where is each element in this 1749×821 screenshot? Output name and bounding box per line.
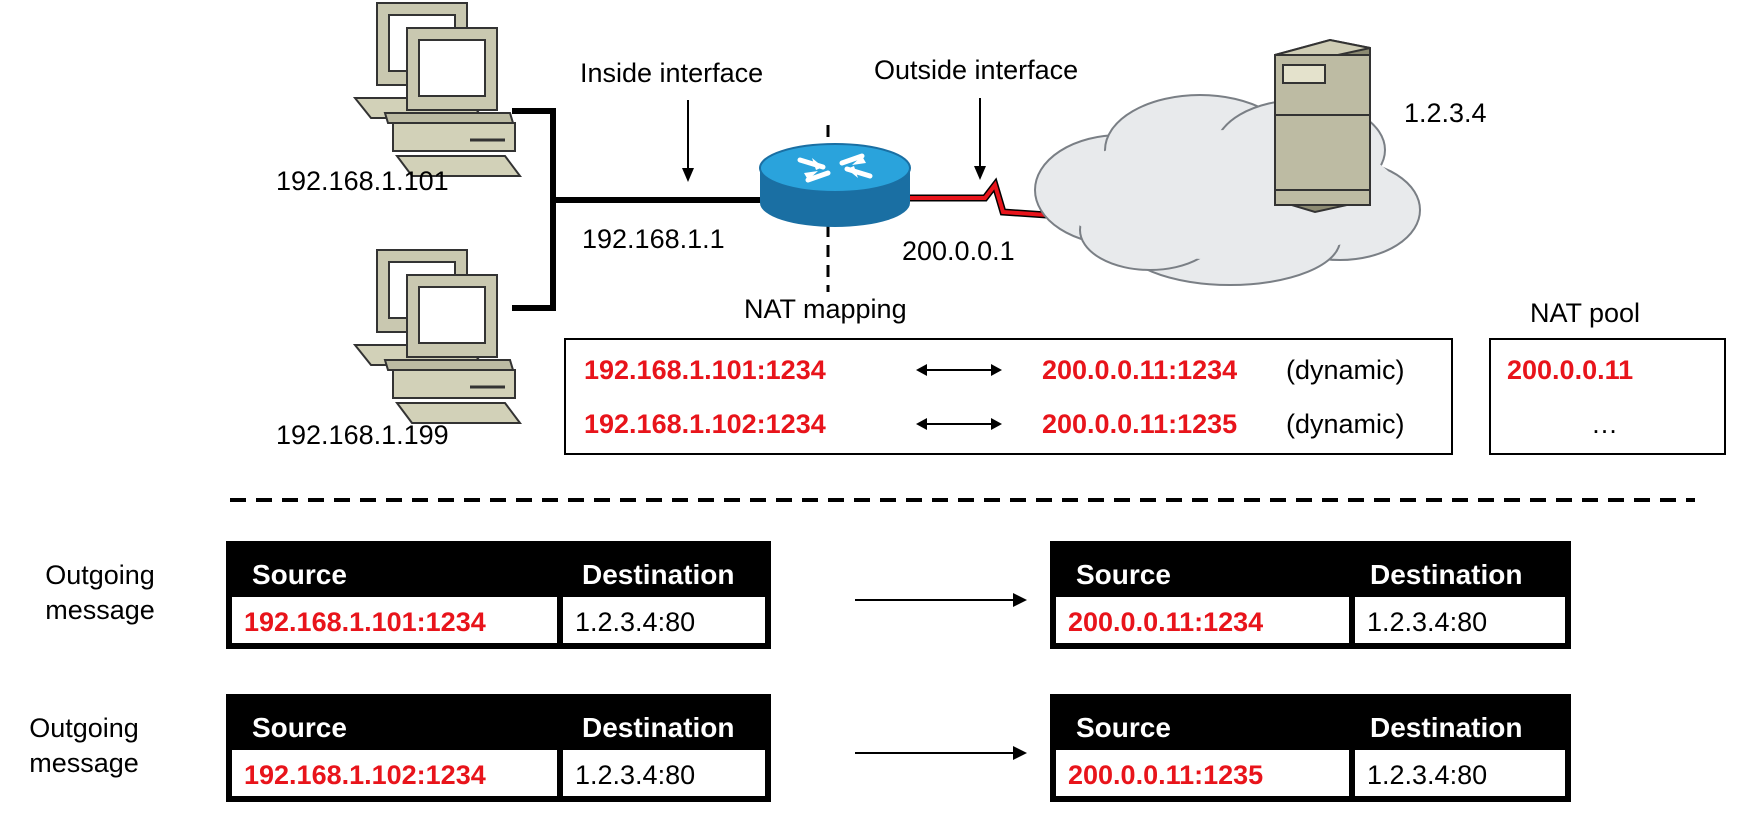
- nat-row-2-type: (dynamic): [1286, 409, 1405, 439]
- nat-pool-box: 200.0.0.11 …: [1489, 338, 1726, 455]
- outside-interface-arrow: [974, 98, 986, 180]
- lan-cables: [512, 108, 760, 311]
- nat-row-1-type: (dynamic): [1286, 355, 1405, 385]
- router-outside-ip-label: 200.0.0.1: [902, 236, 1015, 266]
- message-2-before-packet: Source Destination 192.168.1.102:1234 1.…: [226, 694, 771, 802]
- packet-destination-header: Destination: [582, 712, 735, 743]
- packet-destination-header: Destination: [1370, 559, 1523, 590]
- inside-interface-label: Inside interface: [580, 58, 764, 88]
- nat-row-1-inside: 192.168.1.101:1234: [584, 355, 826, 385]
- packet-source-header: Source: [1076, 559, 1171, 590]
- nat-row-1-outside: 200.0.0.11:1234: [1042, 355, 1238, 385]
- nat-row-2-outside: 200.0.0.11:1235: [1042, 409, 1238, 439]
- server-ip-label: 1.2.3.4: [1404, 98, 1487, 128]
- packet-destination-value: 1.2.3.4:80: [1367, 607, 1488, 637]
- nat-mapping-title: NAT mapping: [744, 294, 907, 324]
- packet-source-value: 200.0.0.11:1234: [1068, 607, 1264, 637]
- nat-row-2-inside: 192.168.1.102:1234: [584, 409, 826, 439]
- nat-row-2-bidirectional-arrow: [916, 418, 1002, 430]
- server-icon: [1274, 38, 1371, 214]
- router-inside-ip-label: 192.168.1.1: [582, 224, 725, 254]
- packet-source-value: 192.168.1.102:1234: [244, 760, 486, 790]
- host-computer-2-icon: [352, 249, 522, 424]
- outside-interface-label: Outside interface: [874, 55, 1079, 85]
- nat-row-1-bidirectional-arrow: [916, 364, 1002, 376]
- router-icon: [759, 143, 911, 227]
- message-1-after-packet: Source Destination 200.0.0.11:1234 1.2.3…: [1050, 541, 1571, 649]
- packet-destination-value: 1.2.3.4:80: [575, 760, 696, 790]
- message-2-translation-arrow: [855, 746, 1027, 760]
- packet-source-header: Source: [252, 559, 347, 590]
- host-computer-1-icon: [352, 2, 522, 177]
- packet-source-value: 192.168.1.101:1234: [244, 607, 486, 637]
- message-2-after-packet: Source Destination 200.0.0.11:1235 1.2.3…: [1050, 694, 1571, 802]
- nat-pool-title: NAT pool: [1530, 298, 1641, 328]
- message-1-before-packet: Source Destination 192.168.1.101:1234 1.…: [226, 541, 771, 649]
- packet-source-header: Source: [252, 712, 347, 743]
- nat-pool-ellipsis: …: [1591, 409, 1618, 439]
- packet-destination-header: Destination: [582, 559, 735, 590]
- packet-destination-value: 1.2.3.4:80: [575, 607, 696, 637]
- packet-source-value: 200.0.0.11:1235: [1068, 760, 1264, 790]
- inside-interface-arrow: [682, 100, 694, 182]
- packet-destination-value: 1.2.3.4:80: [1367, 760, 1488, 790]
- host-1-ip-label: 192.168.1.101: [276, 166, 449, 196]
- nat-mapping-table: 192.168.1.101:1234 200.0.0.11:1234 (dyna…: [564, 338, 1453, 455]
- message-1-translation-arrow: [855, 593, 1027, 607]
- nat-pool-entry: 200.0.0.11: [1507, 355, 1634, 385]
- packet-source-header: Source: [1076, 712, 1171, 743]
- packet-destination-header: Destination: [1370, 712, 1523, 743]
- host-2-ip-label: 192.168.1.199: [276, 420, 449, 450]
